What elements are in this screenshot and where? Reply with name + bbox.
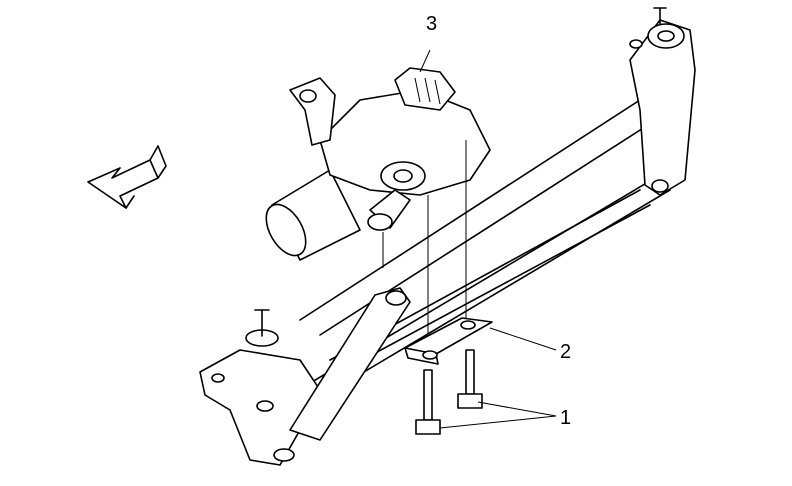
wiper-motor [265, 67, 491, 261]
alignment-lines [382, 140, 467, 336]
callout-3: 3 [426, 13, 437, 35]
forward-arrow-icon [87, 145, 167, 209]
mounting-bracket [404, 317, 493, 365]
callout-2: 2 [560, 341, 571, 363]
callout-1: 1 [560, 407, 571, 429]
bolt [415, 369, 441, 435]
bolt [457, 349, 483, 409]
wiper-linkage-frame [199, 7, 696, 466]
callout-leaders [419, 49, 557, 429]
